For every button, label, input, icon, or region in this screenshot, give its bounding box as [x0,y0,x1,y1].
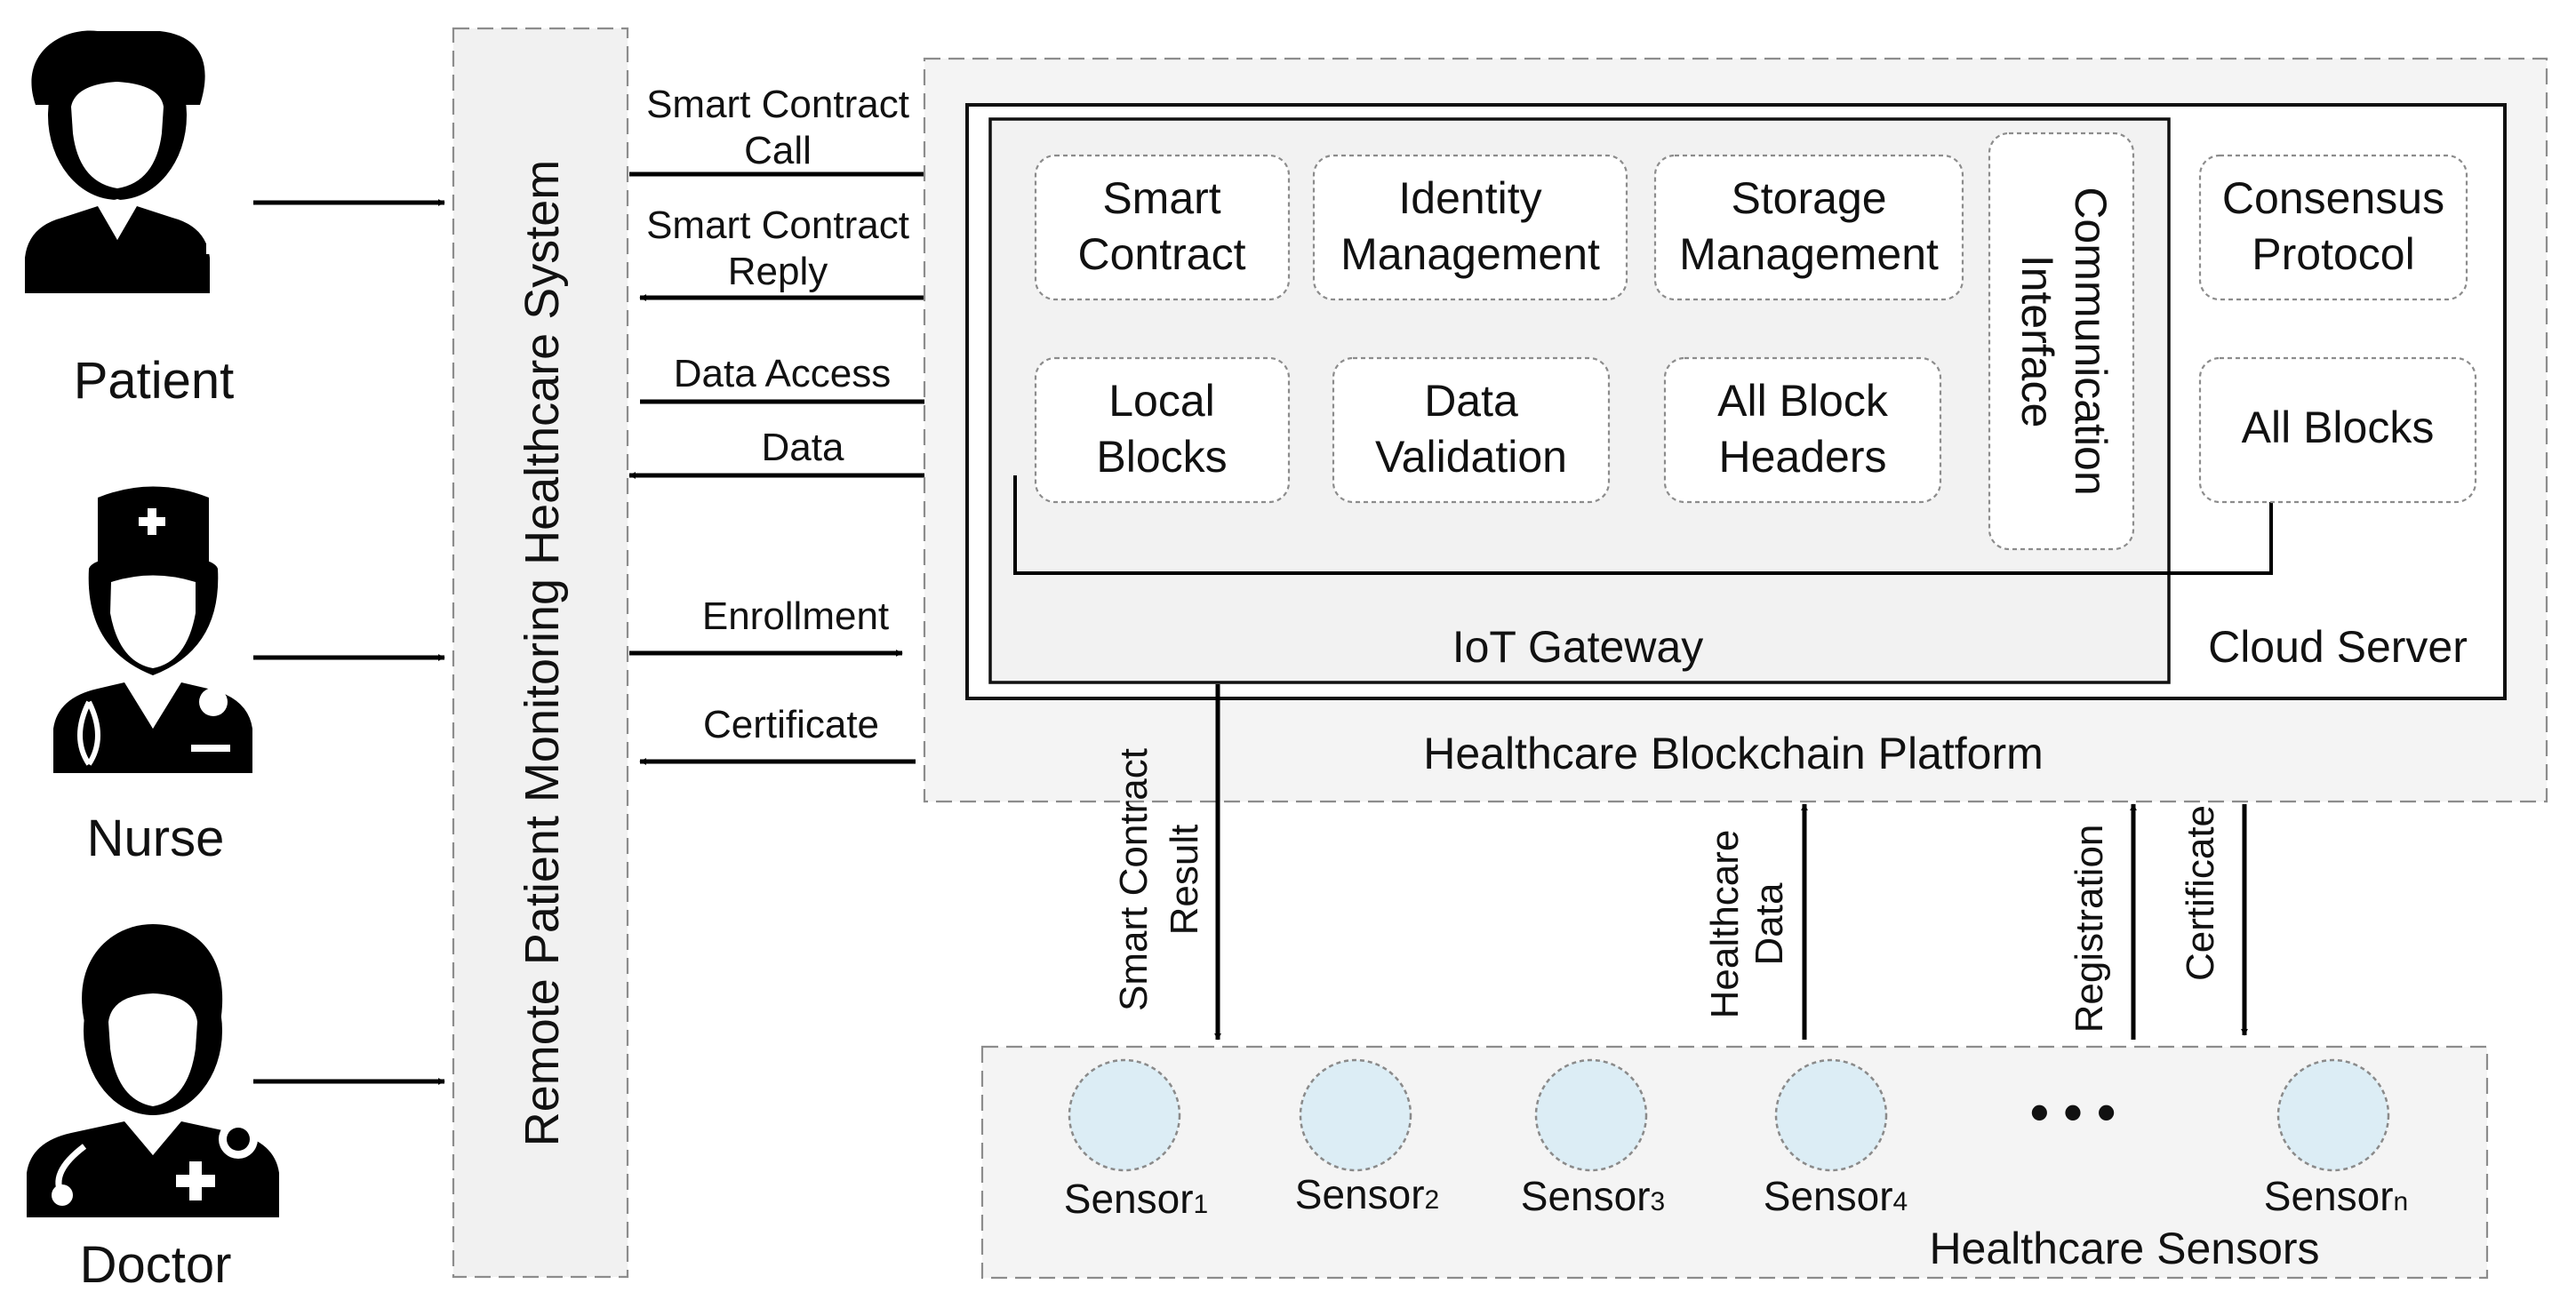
healthcare-sensors-box [980,1045,2489,1280]
sensor-3-label: Sensor3 [1521,1173,1665,1219]
storage-management-module [1653,154,1964,301]
healthcare-sensors-title: Healthcare Sensors [1929,1224,2319,1273]
sensor-1-circle [1068,1058,1181,1172]
local-blocks-label-1: Local [1108,376,1215,426]
sensor-ellipsis: • • • [2030,1082,2116,1142]
healthcare-data-label-2: Data [1748,882,1791,965]
healthcare-data-label-1: Healthcare [1703,830,1747,1019]
sc-reply-label-1: Smart Contract [646,203,909,247]
block-sync-line [1013,475,2273,575]
doctor-label: Doctor [80,1236,232,1294]
data-label: Data [762,426,844,469]
validation-label-2: Validation [1375,432,1567,482]
all-block-headers-module [1663,356,1942,504]
identity-management-module [1312,154,1628,301]
nurse-icon [53,486,252,773]
cloud-server-label: Cloud Server [2208,622,2468,672]
sc-call-label-1: Smart Contract [646,83,909,126]
sc-result-label-1: Smart Contract [1112,748,1156,1011]
rpm-system-label: Remote Patient Monitoring Healthcare Sys… [516,160,569,1147]
registration-label: Registration [2068,825,2111,1033]
local-blocks-label-2: Blocks [1096,432,1227,482]
smart-contract-label-2: Contract [1078,229,1246,279]
sensor-n-label: Sensorn [2264,1173,2408,1219]
sensor-2-circle [1299,1058,1412,1172]
sc-call-label-2: Call [744,129,812,172]
comm-label-1: Communication [2066,187,2116,495]
consensus-label-1: Consensus [2222,173,2444,223]
storage-label-1: Storage [1731,173,1886,223]
data-validation-module [1332,356,1611,504]
all-blocks-module [2198,356,2477,504]
data-access-label: Data Access [674,352,892,395]
smart-contract-label-1: Smart [1102,173,1220,223]
sensor-1-label: Sensor1 [1064,1176,1208,1222]
sc-reply-label-2: Reply [728,250,828,293]
enrollment-label: Enrollment [702,594,889,638]
sensor-n-circle [2276,1058,2390,1172]
identity-label-1: Identity [1398,173,1541,223]
doctor-icon [27,924,279,1217]
iot-gateway-label: IoT Gateway [1452,622,1704,672]
consensus-protocol-module [2198,154,2468,301]
certificate-label: Certificate [703,703,879,746]
sensor-certificate-label: Certificate [2179,805,2222,981]
storage-label-2: Management [1679,229,1939,279]
headers-label-2: Headers [1719,432,1887,482]
platform-title: Healthcare Blockchain Platform [1423,729,2044,778]
rpm-system-box [452,27,629,1279]
smart-contract-module [1034,154,1291,301]
sensor-4-label: Sensor4 [1764,1173,1908,1219]
local-blocks-module [1034,356,1291,504]
validation-label-1: Data [1424,376,1518,426]
consensus-label-2: Protocol [2252,229,2414,279]
headers-label-1: All Block [1717,376,1889,426]
nurse-label: Nurse [87,810,225,867]
sensor-3-circle [1534,1058,1648,1172]
patient-label: Patient [74,352,235,410]
patient-icon [25,30,245,293]
communication-interface-module [1988,132,2135,551]
sensor-4-circle [1774,1058,1888,1172]
sc-result-label-2: Result [1163,825,1206,936]
all-blocks-label: All Blocks [2242,403,2435,452]
identity-label-2: Management [1340,229,1600,279]
comm-label-2: Interface [2012,255,2062,428]
sensor-2-label: Sensor2 [1295,1171,1439,1217]
